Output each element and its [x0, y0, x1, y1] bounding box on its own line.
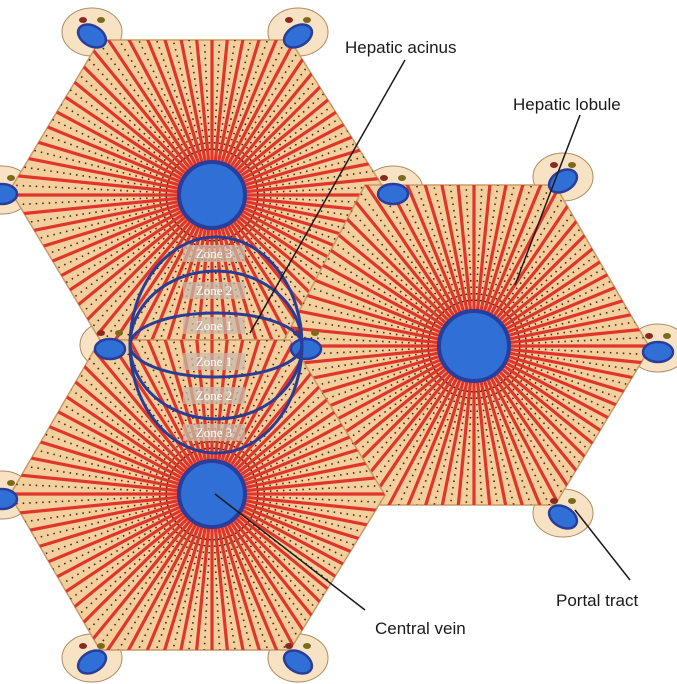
hepatic-artery-icon — [568, 162, 576, 168]
leader-portal-tract — [575, 510, 630, 580]
hepatic-artery-icon — [303, 17, 311, 23]
label-hepatic-acinus: Hepatic acinus — [345, 38, 457, 57]
bile-duct-icon — [79, 17, 87, 23]
hepatic-artery-icon — [7, 175, 15, 181]
portal-vein-icon — [95, 339, 125, 359]
bile-duct-icon — [380, 175, 388, 181]
bile-duct-icon — [79, 643, 87, 649]
bile-duct-icon — [97, 330, 105, 336]
portal-vein-icon — [378, 184, 408, 204]
central-vein-icon — [439, 311, 509, 381]
bile-duct-icon — [550, 498, 558, 504]
zone-label: Zone 3 — [196, 246, 232, 261]
zone-label: Zone 2 — [196, 283, 232, 298]
hepatic-artery-icon — [7, 480, 15, 486]
zone-label: Zone 3 — [196, 425, 232, 440]
bile-duct-icon — [285, 643, 293, 649]
zone-label: Zone 2 — [196, 388, 232, 403]
portal-vein-icon — [0, 489, 17, 509]
hepatic-artery-icon — [663, 333, 671, 339]
central-vein-icon — [179, 162, 245, 228]
hepatic-artery-icon — [97, 643, 105, 649]
portal-vein-icon — [0, 184, 17, 204]
portal-vein-icon — [643, 342, 673, 362]
bile-duct-icon — [550, 162, 558, 168]
label-hepatic-lobule: Hepatic lobule — [513, 95, 621, 114]
zone-label: Zone 1 — [196, 318, 232, 333]
hepatic-artery-icon — [568, 498, 576, 504]
hepatic-artery-icon — [303, 643, 311, 649]
bile-duct-icon — [645, 333, 653, 339]
hepatic-artery-icon — [311, 330, 319, 336]
label-central-vein: Central vein — [375, 619, 466, 638]
central-vein-icon — [179, 461, 245, 527]
label-portal-tract: Portal tract — [556, 591, 638, 610]
zone-label: Zone 1 — [196, 354, 232, 369]
hepatic-artery-icon — [398, 175, 406, 181]
bile-duct-icon — [285, 17, 293, 23]
hepatic-artery-icon — [97, 17, 105, 23]
hepatic-artery-icon — [115, 330, 123, 336]
